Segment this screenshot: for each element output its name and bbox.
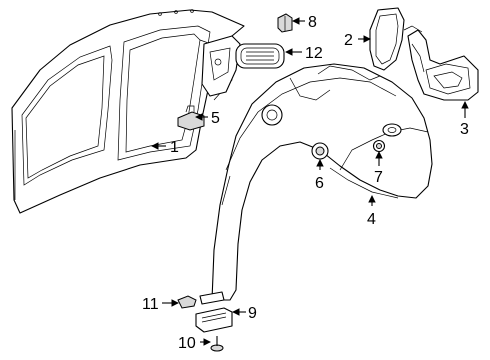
clip-part-8 — [277, 13, 293, 33]
callout-6: 6 — [315, 175, 324, 192]
callout-10: 10 — [178, 335, 196, 352]
callout-12: 12 — [305, 45, 323, 62]
push-pin-part-7 — [372, 139, 386, 153]
bracket-part-9 — [195, 291, 233, 333]
callout-3: 3 — [460, 121, 469, 138]
fuel-door-seal — [235, 43, 285, 69]
clip-part-11 — [177, 295, 197, 309]
body-side-panel — [11, 9, 245, 214]
callout-9: 9 — [248, 305, 257, 322]
screw-part-10 — [210, 336, 224, 352]
callout-5: 5 — [211, 110, 220, 127]
callout-8: 8 — [308, 14, 317, 31]
wheelhouse-liner — [211, 63, 433, 301]
callout-1: 1 — [170, 139, 179, 156]
fuel-door-housing — [403, 25, 479, 101]
callout-2: 2 — [344, 32, 353, 49]
rear-quarter-inner — [201, 35, 241, 97]
callout-11: 11 — [142, 296, 159, 313]
callout-7: 7 — [374, 169, 383, 186]
grommet-part-6 — [311, 142, 329, 160]
callout-4: 4 — [367, 211, 376, 228]
fuel-door — [369, 7, 405, 71]
